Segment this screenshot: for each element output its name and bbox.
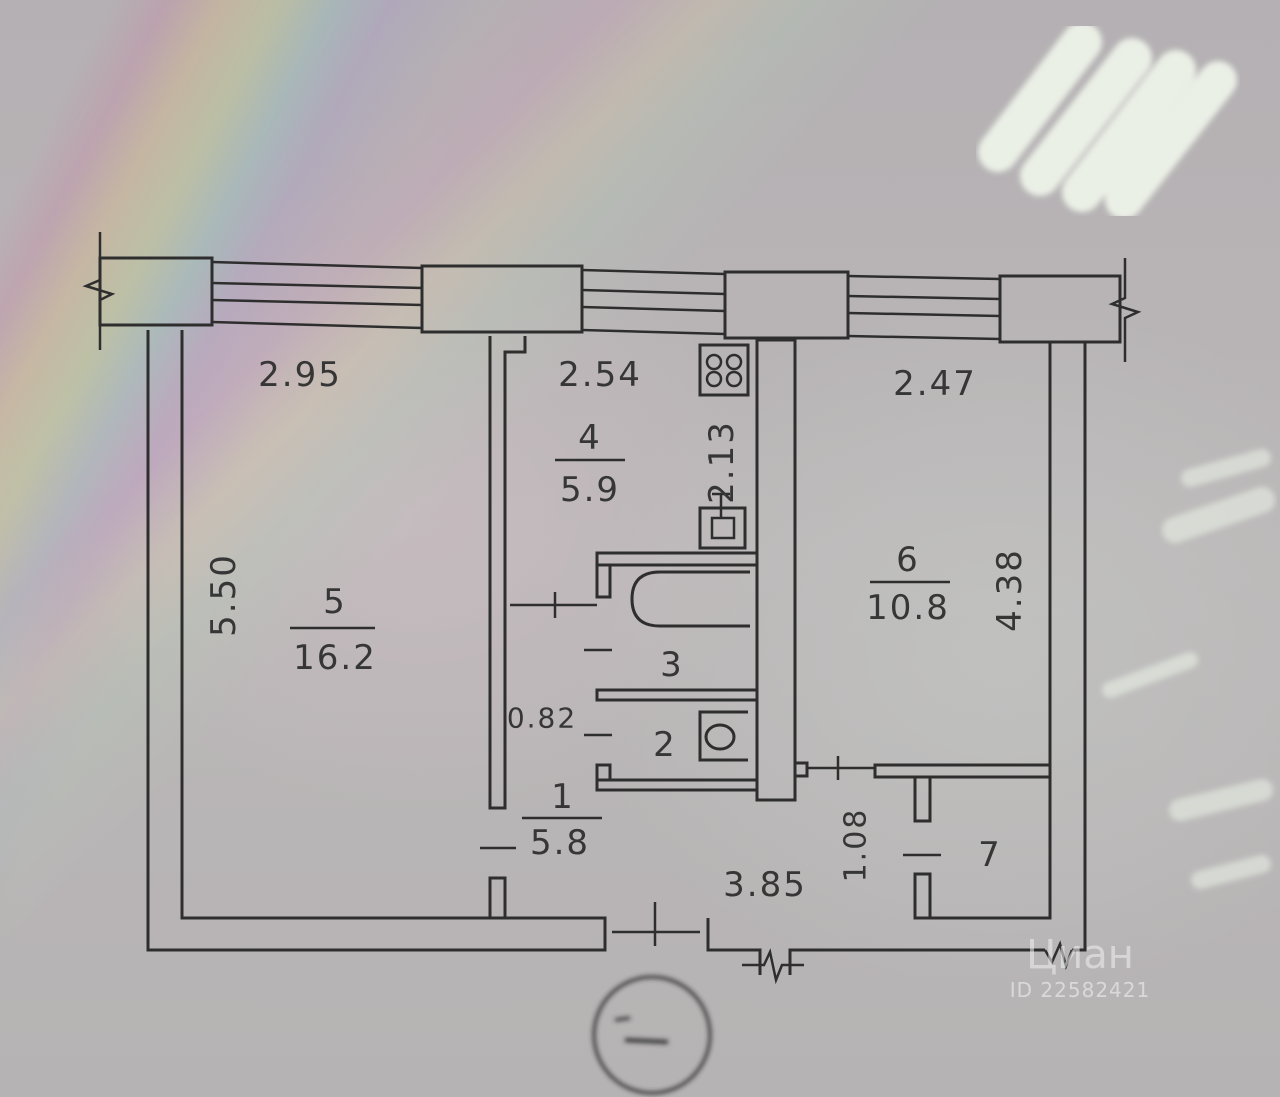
blurred-stamp [592, 975, 712, 1095]
dimension-room5-width: 2.95 [258, 355, 342, 395]
reflection-patch [1102, 652, 1198, 698]
wall-pier [723, 270, 850, 340]
stove-icon [698, 343, 750, 397]
room3-number: 3 [660, 645, 684, 685]
wall-pier [998, 274, 1122, 344]
bathroom-wall-top [595, 551, 759, 567]
light-reflection-patches [1102, 449, 1275, 889]
partition-room5-corridor-lower [488, 876, 507, 920]
room1-number: 1 [551, 777, 575, 817]
wall-break-icon [1108, 258, 1142, 362]
storage-wall-left-lower [913, 872, 932, 920]
watermark-id: ID 22582421 [1010, 978, 1150, 1002]
dimension-room4-length: 2.13 [702, 420, 742, 504]
exterior-wall-right [930, 342, 1087, 952]
watermark-logo: Циан [1026, 932, 1134, 978]
room5-number: 5 [323, 582, 347, 622]
entrance-door [612, 902, 700, 946]
room6-area: 10.8 [866, 588, 950, 628]
room4-area: 5.9 [560, 470, 620, 510]
ventilation-shaft-wall [755, 338, 797, 802]
dimension-corridor-length: 3.85 [723, 865, 807, 905]
reflection-patch [1169, 779, 1273, 821]
room7-number: 7 [978, 835, 1002, 875]
dimension-corridor-width: 1.08 [839, 808, 874, 883]
wall-break-icon [82, 232, 116, 350]
bathroom-wall-bottom [595, 778, 759, 792]
wall-break-icon [742, 948, 804, 985]
dimension-room6-width: 2.47 [893, 364, 977, 404]
room4-number: 4 [578, 418, 602, 458]
storage-wall-left [913, 775, 932, 823]
door-jamb [793, 761, 809, 778]
dimension-room4-width: 2.54 [558, 355, 642, 395]
exterior-wall-top [82, 232, 1142, 362]
toilet-icon [698, 710, 748, 762]
exterior-wall-left-bottom [146, 330, 607, 952]
window [581, 268, 726, 336]
reflection-patch [1181, 449, 1271, 487]
bathroom-wall-left-lower [595, 763, 612, 782]
window [211, 260, 423, 330]
sink-icon [698, 492, 747, 550]
bathroom-divider [595, 688, 759, 702]
partition-room5-corridor [488, 336, 527, 810]
wall-pier [420, 264, 584, 334]
room1-area: 5.8 [530, 823, 590, 863]
reflection-bar [978, 22, 1102, 172]
wall-pier [98, 256, 214, 327]
wall-break-icon [1043, 940, 1074, 971]
dimension-bath-width: 0.82 [507, 702, 577, 735]
room2-number: 2 [653, 725, 677, 765]
reflection-bar [1105, 61, 1237, 219]
bathtub-icon [630, 570, 750, 628]
dimension-room6-length: 4.38 [990, 548, 1030, 632]
exterior-wall-bottom-right [706, 918, 1045, 975]
room5-area: 16.2 [293, 638, 377, 678]
storage-wall-top [873, 763, 1052, 779]
window [847, 274, 1001, 341]
bathroom-block [510, 551, 759, 792]
reflection-bar [1062, 50, 1196, 212]
dimension-room5-length: 5.50 [204, 553, 244, 637]
light-reflection-stripes [978, 22, 1237, 219]
reflection-patch [1191, 855, 1271, 889]
room6-number: 6 [896, 540, 920, 580]
reflection-bar [1020, 38, 1152, 196]
bathroom-wall-left [595, 563, 612, 599]
reflection-patch [1162, 487, 1275, 543]
